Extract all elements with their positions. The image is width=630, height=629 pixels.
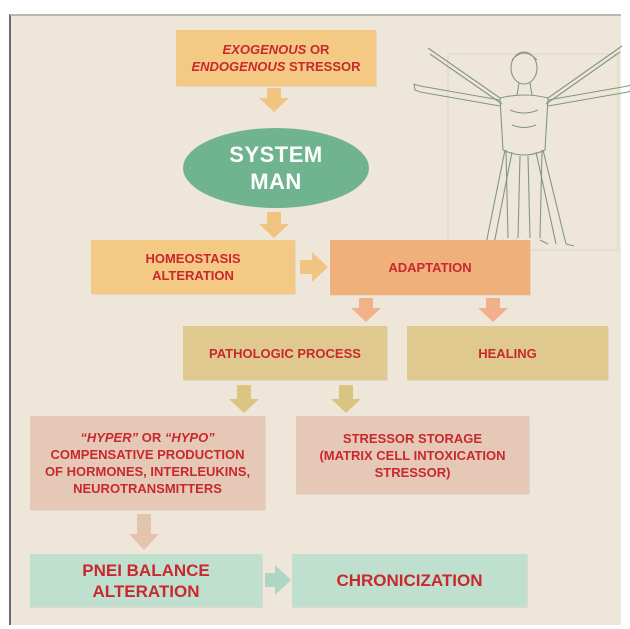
- hyper-hypo-line-4: NEUROTRANSMITTERS: [73, 481, 222, 496]
- adaptation-label: ADAPTATION: [388, 260, 472, 275]
- system-man-line-1: SYSTEM: [229, 142, 323, 167]
- pathologic-label: PATHOLOGIC PROCESS: [209, 345, 361, 361]
- stressor-line-2: ENDOGENOUS STRESSOR: [191, 59, 361, 74]
- chronicization-label: CHRONICIZATION: [336, 571, 483, 590]
- homeostasis-line-2: ALTERATION: [152, 268, 234, 283]
- hyper-hypo-line-2: COMPENSATIVE PRODUCTION: [50, 447, 245, 462]
- chronicization-box: CHRONICIZATION: [292, 554, 527, 607]
- healing-box: HEALING: [407, 326, 608, 380]
- stressor-storage-box: STRESSOR STORAGE (MATRIX CELL INTOXICATI…: [296, 416, 529, 494]
- storage-line-3: STRESSOR): [374, 464, 451, 480]
- hyper-hypo-line-3: OF HORMONES, INTERLEUKINS,: [44, 464, 251, 479]
- stressor-box: EXOGENOUS OR ENDOGENOUS STRESSOR: [176, 30, 376, 86]
- pnei-balance-box: PNEI BALANCE ALTERATION: [30, 554, 262, 607]
- pathologic-process-box: PATHOLOGIC PROCESS: [183, 326, 387, 380]
- storage-line-1: STRESSOR STORAGE: [342, 430, 483, 446]
- system-man-ellipse: SYSTEM MAN: [183, 128, 369, 208]
- adaptation-box: ADAPTATION: [330, 240, 530, 295]
- pnei-line-1: PNEI BALANCE: [82, 560, 210, 580]
- system-man-line-2: MAN: [250, 169, 302, 194]
- hyper-hypo-box: “HYPER” OR “HYPO” COMPENSATIVE PRODUCTIO…: [30, 416, 265, 510]
- pnei-line-2: ALTERATION: [92, 581, 200, 601]
- homeostasis-line-1: HOMEOSTASIS: [145, 251, 241, 266]
- stressor-line-1: EXOGENOUS OR: [222, 42, 330, 57]
- hyper-hypo-line-1: “HYPER” OR “HYPO”: [80, 430, 215, 445]
- storage-line-2: (MATRIX CELL INTOXICATION: [319, 447, 506, 463]
- homeostasis-box: HOMEOSTASIS ALTERATION: [91, 240, 295, 294]
- healing-label: HEALING: [478, 345, 537, 361]
- diagram-frame: [9, 14, 621, 625]
